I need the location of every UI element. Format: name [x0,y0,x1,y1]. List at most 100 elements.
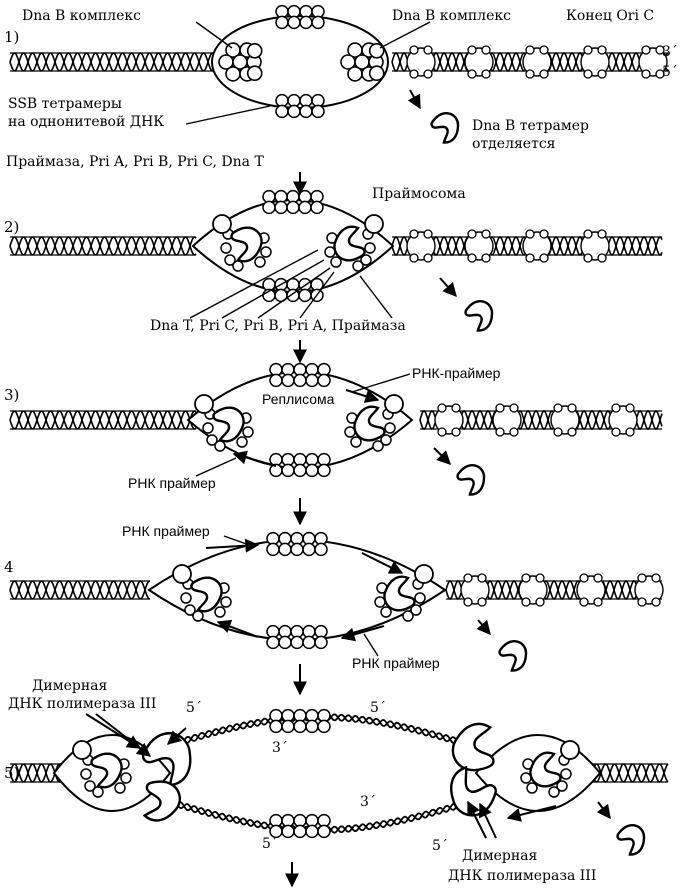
ssb-bead [637,597,647,607]
protein-shape [616,824,646,856]
melted-loop [464,47,494,77]
primosome-subunit [384,422,396,434]
step5-polymerase-left-a [141,732,192,787]
melted-loop [460,575,490,605]
ssb-bead [481,229,491,239]
ssb-bead [539,69,549,79]
ssb-bead [286,200,300,215]
primosome-subunit [380,606,392,618]
ssb-bead [495,427,505,437]
rna-primer-label-4b: РНК праймер [352,655,440,671]
primosome-subunit [380,434,392,446]
ssb-label-line1: SSB тетрамеры [8,96,122,112]
step5-replisome-right-kidney [529,751,562,788]
ssb-bead [495,403,505,413]
dnab-subunit [225,66,241,82]
protein-shape [141,732,192,787]
primosome-subunit [214,440,226,452]
step4-replisome-right [374,564,434,622]
melted-loop [522,47,552,77]
dna-helix-layer [9,45,669,834]
primosome-subunit [214,606,226,618]
ssb-bead [287,104,301,119]
step3-ssb-bottom [269,452,331,478]
step2-released-dnab [464,300,494,332]
primosome-subunit [402,610,414,622]
ssb-label-line2: на однонитевой ДНК [8,114,164,130]
ssb-bead [423,253,433,263]
step-4-label: 4 [4,558,14,576]
step2-primosome-right-kidney [333,225,366,262]
leader-rna-primer-4a [223,535,253,547]
protein-shape [464,300,494,332]
leader-primosome-1 [189,249,319,319]
protein-shape [230,226,263,263]
step3-replisome-left [194,394,254,452]
ssb-bead [593,597,603,607]
leader-primosome-3 [257,267,331,319]
ssb-bead [625,427,635,437]
arrow-rna-primer-4b-left [216,619,259,638]
melted-loop [638,47,668,77]
ssb-bead [317,463,331,478]
ssb-bead [299,15,313,30]
ssb-bead [281,719,295,734]
leader-rna-primer-4b [363,633,379,657]
protein-shape [451,722,495,772]
step1-ssb-top [275,4,325,30]
protein-shape [142,780,181,822]
primosome-label: Праймосома [372,186,466,202]
dimer-polymerase-right-line2: ДНК полимераза III [448,868,596,884]
ssb-bead [305,719,319,734]
rna-primer-label-4a: РНК праймер [122,523,210,539]
arrow-rna-primer-4b [340,625,385,642]
replisome-label: Реплисома [262,391,335,407]
step4-right-helix-bubbles [460,573,664,607]
ssb-bead [521,573,531,583]
primosome-subunit [192,610,204,622]
protein-shape [383,575,416,612]
dnab-subunit [368,42,385,59]
ssb-bead [423,229,433,239]
ssb-bead [293,463,307,478]
primosome-subunit [414,592,426,604]
arrow-step4-release [476,619,491,636]
melted-loop [464,231,494,261]
primosome-subunit [254,256,266,268]
ssb-bead [553,427,563,437]
ssb-bead [266,635,280,650]
ssb-bead [409,45,419,55]
primosome-subunit [114,782,126,794]
ssb-bead [281,373,295,388]
rna-primer-label-3a: РНК-праймер [412,365,501,381]
ssb-bead [611,427,621,437]
step5-replisome-left-kidney [90,752,123,789]
ssb-bead [583,229,593,239]
ssb-bead [567,403,577,413]
arrow-rna-primer-3b [232,450,277,467]
ssb-bead [293,373,307,388]
step5-new-duplex [169,713,471,834]
ssb-bead [641,69,651,79]
step5-ssb-bottom [269,813,331,839]
ssb-bead [305,463,319,478]
ssb-bead [302,635,316,650]
ssb-bead [423,69,433,79]
ssb-bead [525,229,535,239]
melted-loop [576,575,606,605]
step-1-label: 1) [4,28,19,46]
ssb-bead [467,229,477,239]
ssb-bead [593,573,603,583]
protein-shape [456,464,486,496]
ssb-bead [597,69,607,79]
ssb-bead [651,573,661,583]
melted-loop [580,231,610,261]
strand-end-5-top-left: 5´ [186,700,202,716]
arrow-step5-release [596,801,611,820]
ssb-bead [539,253,549,263]
ssb-bead [463,597,473,607]
ssb-bead [409,69,419,79]
ssb-bead [311,104,325,119]
primosome-subunit [364,242,376,254]
arrow-dimer-left-b [95,713,152,757]
